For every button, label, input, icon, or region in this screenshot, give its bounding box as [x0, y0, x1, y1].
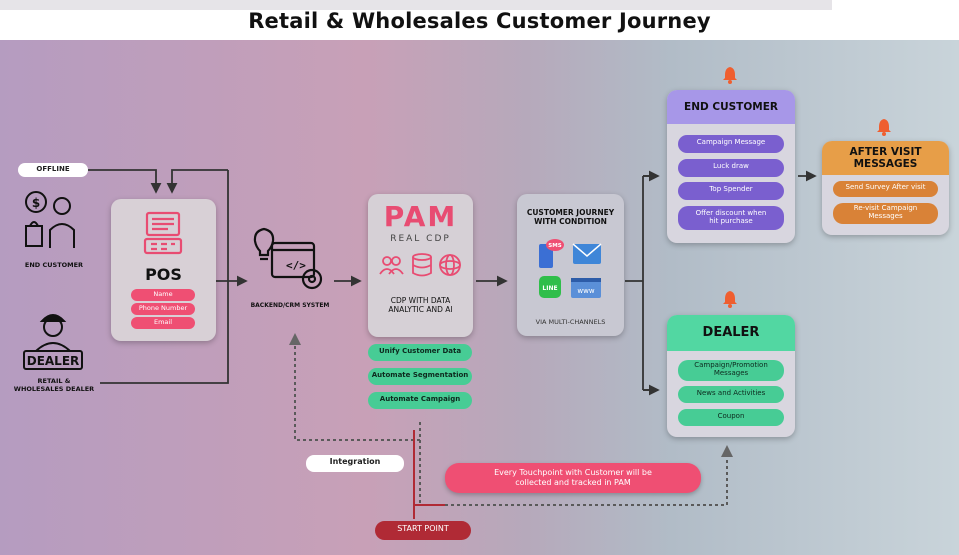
bell-icon — [723, 67, 737, 84]
ec-item-luck-draw: Luck draw — [678, 159, 784, 177]
page-title: Retail & Wholesales Customer Journey — [248, 9, 711, 33]
database-icon — [412, 253, 432, 261]
svg-text:LINE: LINE — [542, 285, 557, 292]
bell-icon — [723, 291, 737, 308]
dealer-label: RETAIL & WHOLESALES DEALER — [13, 377, 95, 394]
after-visit-card: AFTER VISIT MESSAGES Send Survey After v… — [822, 141, 949, 235]
pam-sub: REAL CDP — [390, 234, 451, 244]
end-customer-label: END CUSTOMER — [24, 261, 84, 269]
pos-terminal-icon — [143, 211, 183, 255]
pam-cdp-card: PAM REAL CDP CDP WITH DATA ANALYTIC AND … — [368, 194, 473, 337]
pam-caption: CDP WITH DATA ANALYTIC AND AI — [388, 296, 453, 315]
pos-title: POS — [145, 265, 182, 284]
av-item-survey: Send Survey After visit — [833, 181, 938, 197]
ec-item-offer: Offer discount when hit purchase — [678, 206, 784, 230]
pos-field-email: Email — [131, 317, 195, 329]
end-customer-title: END CUSTOMER — [684, 101, 778, 113]
top-strip — [0, 0, 832, 10]
dealer-title: DEALER — [702, 325, 760, 340]
web-icon: www — [571, 278, 601, 298]
end-customer-icon: $ — [25, 191, 75, 248]
av-item-revisit: Re-visit Campaign Messages — [833, 203, 938, 224]
pos-card: POS Name Phone Number Email — [111, 199, 216, 341]
people-icon — [382, 256, 392, 266]
after-visit-header — [822, 141, 949, 175]
journey-title: CUSTOMER JOURNEY WITH CONDITION — [526, 208, 615, 226]
touchpoint-banner: Every Touchpoint with Customer will be c… — [445, 463, 701, 493]
dealer-item-news: News and Activities — [678, 386, 784, 403]
ec-item-top-spender: Top Spender — [678, 182, 784, 200]
svg-text:www: www — [577, 287, 594, 295]
ec-item-campaign: Campaign Message — [678, 135, 784, 153]
svg-text:</>: </> — [286, 259, 306, 272]
line-icon: LINE — [539, 276, 561, 298]
feature-campaign: Automate Campaign — [368, 392, 472, 409]
dealer-icon: DEALER — [23, 314, 83, 370]
start-point-button: START POINT — [375, 521, 471, 540]
backend-system-icon: </> — [253, 227, 323, 290]
after-visit-title: AFTER VISIT MESSAGES — [849, 146, 922, 171]
feature-segmentation: Automate Segmentation — [368, 368, 472, 385]
dealer-card: DEALER Campaign/Promotion Messages News … — [667, 315, 795, 437]
svg-text:$: $ — [32, 196, 40, 210]
dealer-sign-text: DEALER — [27, 354, 80, 368]
integration-tag: Integration — [306, 455, 404, 472]
end-customer-card: END CUSTOMER Campaign Message Luck draw … — [667, 90, 795, 243]
pos-field-name: Name — [131, 289, 195, 301]
channel-icons: SMS LINE www — [539, 239, 602, 298]
pam-analytics-icons — [379, 253, 461, 277]
journey-caption: VIA MULTI-CHANNELS — [535, 318, 606, 326]
offline-tag: OFFLINE — [18, 163, 88, 177]
email-icon — [572, 243, 602, 264]
sms-icon: SMS — [539, 239, 564, 268]
dealer-item-campaign: Campaign/Promotion Messages — [678, 360, 784, 381]
dealer-item-coupon: Coupon — [678, 409, 784, 426]
dealer-header — [667, 315, 795, 351]
backend-label: BACKEND/CRM SYSTEM — [250, 302, 330, 309]
journey-card: CUSTOMER JOURNEY WITH CONDITION SMS LINE… — [517, 194, 624, 336]
end-customer-header — [667, 90, 795, 124]
ai-icon — [439, 254, 461, 276]
svg-text:SMS: SMS — [548, 243, 561, 249]
bell-icon — [877, 119, 891, 136]
feature-unify: Unify Customer Data — [368, 344, 472, 361]
pos-field-phone: Phone Number — [131, 303, 195, 315]
pam-logo: PAM — [383, 200, 458, 233]
